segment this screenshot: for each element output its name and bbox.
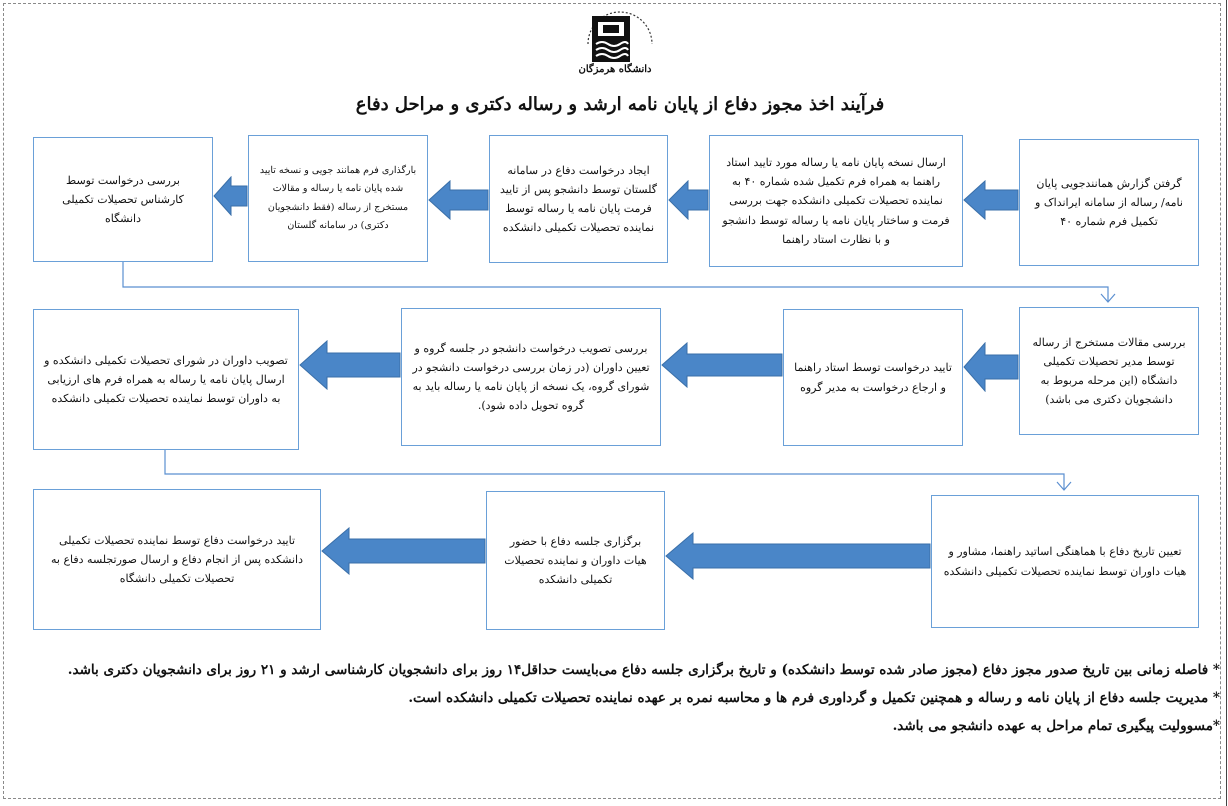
note-3: *مسوولیت پیگیری تمام مراحل به عهده دانشج… — [892, 718, 1220, 734]
arrow-step1-to-step2 — [963, 180, 1019, 220]
logo-caption: دانشگاه هرمزگان — [578, 64, 652, 75]
arrow-step6-to-step7 — [963, 342, 1019, 392]
step-9-box: تصویب داوران در شورای تحصیلات تکمیلی دان… — [33, 309, 299, 450]
step-3-box: ایجاد درخواست دفاع در سامانه گلستان توسط… — [489, 135, 668, 263]
arrow-step3-to-step4 — [428, 180, 489, 220]
page-border — [3, 3, 1221, 799]
step-7-text: تایید درخواست توسط استاد راهنما و ارجاع … — [794, 361, 952, 394]
step-4-box: بارگذاری فرم همانند جویی و نسخه تایید شد… — [248, 135, 428, 262]
arrow-step11-to-step12 — [321, 527, 486, 575]
step-6-box: بررسی مقالات مستخرج از رساله توسط مدیر ت… — [1019, 307, 1199, 435]
arrow-step7-to-step8 — [661, 342, 783, 388]
step-2-text: ارسال نسخه پایان نامه یا رساله مورد تایی… — [722, 155, 950, 246]
step-8-text: بررسی تصویب درخواست دانشجو در جلسه گروه … — [412, 341, 650, 413]
step-5-box: بررسی درخواست توسط کارشناس تحصیلات تکمیل… — [33, 137, 213, 262]
arrow-step10-to-step11 — [665, 532, 931, 580]
arrow-step8-to-step9 — [299, 340, 401, 390]
step-6-text: بررسی مقالات مستخرج از رساله توسط مدیر ت… — [1032, 335, 1186, 407]
step-1-box: گرفتن گزارش همانندجویی پایان نامه/ رساله… — [1019, 139, 1199, 266]
step-9-text: تصویب داوران در شورای تحصیلات تکمیلی دان… — [44, 353, 288, 406]
note-2: * مدیریت جلسه دفاع از پایان نامه و رساله… — [408, 690, 1220, 706]
step-10-box: تعیین تاریخ دفاع با هماهنگی اساتید راهنم… — [931, 495, 1199, 628]
step-4-text: بارگذاری فرم همانند جویی و نسخه تایید شد… — [259, 165, 417, 231]
step-11-box: برگزاری جلسه دفاع با حضور هیات داوران و … — [486, 491, 665, 630]
step-5-text: بررسی درخواست توسط کارشناس تحصیلات تکمیل… — [62, 173, 184, 226]
note-1: * فاصله زمانی بین تاریخ صدور مجوز دفاع (… — [67, 662, 1220, 678]
step-11-text: برگزاری جلسه دفاع با حضور هیات داوران و … — [504, 534, 647, 587]
step-12-box: تایید درخواست دفاع توسط نماینده تحصیلات … — [33, 489, 321, 630]
right-rule — [1226, 0, 1227, 806]
step-7-box: تایید درخواست توسط استاد راهنما و ارجاع … — [783, 309, 963, 446]
step-2-box: ارسال نسخه پایان نامه یا رساله مورد تایی… — [709, 135, 963, 267]
step-10-text: تعیین تاریخ دفاع با هماهنگی اساتید راهنم… — [943, 545, 1187, 578]
step-12-text: تایید درخواست دفاع توسط نماینده تحصیلات … — [51, 533, 303, 586]
arrow-step2-to-step3 — [668, 180, 709, 220]
page-title: فرآیند اخذ مجوز دفاع از پایان نامه ارشد … — [355, 94, 885, 115]
step-1-text: گرفتن گزارش همانندجویی پایان نامه/ رساله… — [1035, 176, 1183, 229]
university-emblem-icon — [587, 11, 653, 62]
step-3-text: ایجاد درخواست دفاع در سامانه گلستان توسط… — [500, 163, 657, 235]
step-8-box: بررسی تصویب درخواست دانشجو در جلسه گروه … — [401, 308, 661, 446]
arrow-step4-to-step5 — [213, 176, 248, 216]
notes-section: * فاصله زمانی بین تاریخ صدور مجوز دفاع (… — [40, 660, 1220, 744]
